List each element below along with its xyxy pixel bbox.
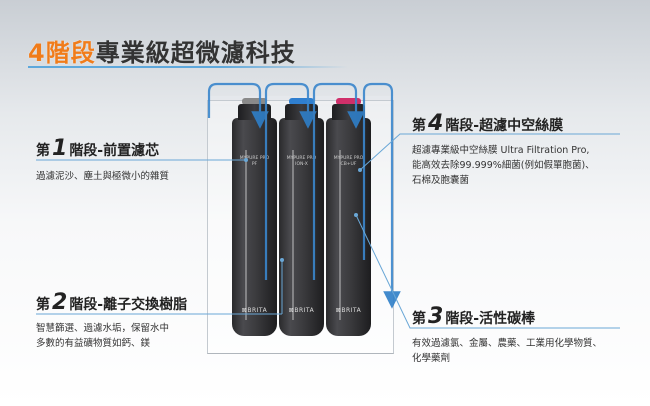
stage-title: 階段-離子交換樹脂 [69,297,188,313]
filter-label-1: MYPURE PRO PF [239,156,270,167]
filter-cartridge-2: MYPURE PRO ION-X ⊠BRITA [279,98,324,336]
filter-ring-1 [242,98,267,105]
stage-2-desc: 智慧篩選、過濾水垢，保留水中 多數的有益礦物質如鈣、鎂 [36,321,187,351]
desc-line: 能高效去除99.999%細菌(例如假單胞菌)、 [412,160,595,171]
desc-line: 超濾專業級中空絲膜 Ultra Filtration Pro, [412,145,590,156]
desc-line: 石棉及胞囊菌 [412,175,470,186]
stage-number: 1 [52,136,68,161]
stage-title: 階段-超濾中空絲膜 [445,118,564,134]
page-title: 4階段專業級超微濾科技 [28,33,296,68]
stage-4-desc: 超濾專業級中空絲膜 Ultra Filtration Pro, 能高效去除99.… [412,143,595,188]
desc-line: 過濾泥沙、塵土與極微小的雜質 [36,171,170,182]
filter-label-3: MYPURE PRO CB+UF [333,156,364,167]
desc-line: 智慧篩選、過濾水垢，保留水中 [36,323,170,334]
stage-title: 階段-前置濾芯 [69,143,160,159]
title-accent: 4階段 [28,39,96,67]
stage-prefix: 第 [412,118,426,134]
stage-prefix: 第 [36,143,50,159]
filter-ring-3 [336,98,361,105]
desc-line: 化學藥劑 [412,353,451,364]
stage-number: 4 [428,111,444,136]
desc-line: 多數的有益礦物質如鈣、鎂 [36,338,151,349]
filter-label-2: MYPURE PRO ION-X [286,156,317,167]
flow-arrow-2 [264,82,317,280]
flow-arrow-1 [207,82,269,129]
desc-line: 有效過濾氯、金屬、農藥、工業用化學物質、 [412,338,603,349]
stage-3-desc: 有效過濾氯、金屬、農藥、工業用化學物質、 化學藥劑 [412,336,602,366]
brita-logo-3: ⊠BRITA [335,307,362,314]
brita-logo-2: ⊠BRITA [288,307,315,314]
flow-arrow-4 [362,82,401,309]
filter-ring-2 [289,98,314,105]
flow-arrow-3 [312,82,365,280]
title-main: 專業級超微濾科技 [95,39,296,67]
stage-number: 3 [428,304,444,329]
filter-cartridge-1: MYPURE PRO PF ⊠BRITA [232,98,277,336]
stage-prefix: 第 [412,311,426,327]
stage-title: 階段-活性碳棒 [445,311,536,327]
brita-logo-1: ⊠BRITA [241,307,268,314]
title-underline [28,66,348,68]
stage-prefix: 第 [36,297,50,313]
stage-number: 2 [52,290,68,315]
stage-1-desc: 過濾泥沙、塵土與極微小的雜質 [36,169,169,184]
